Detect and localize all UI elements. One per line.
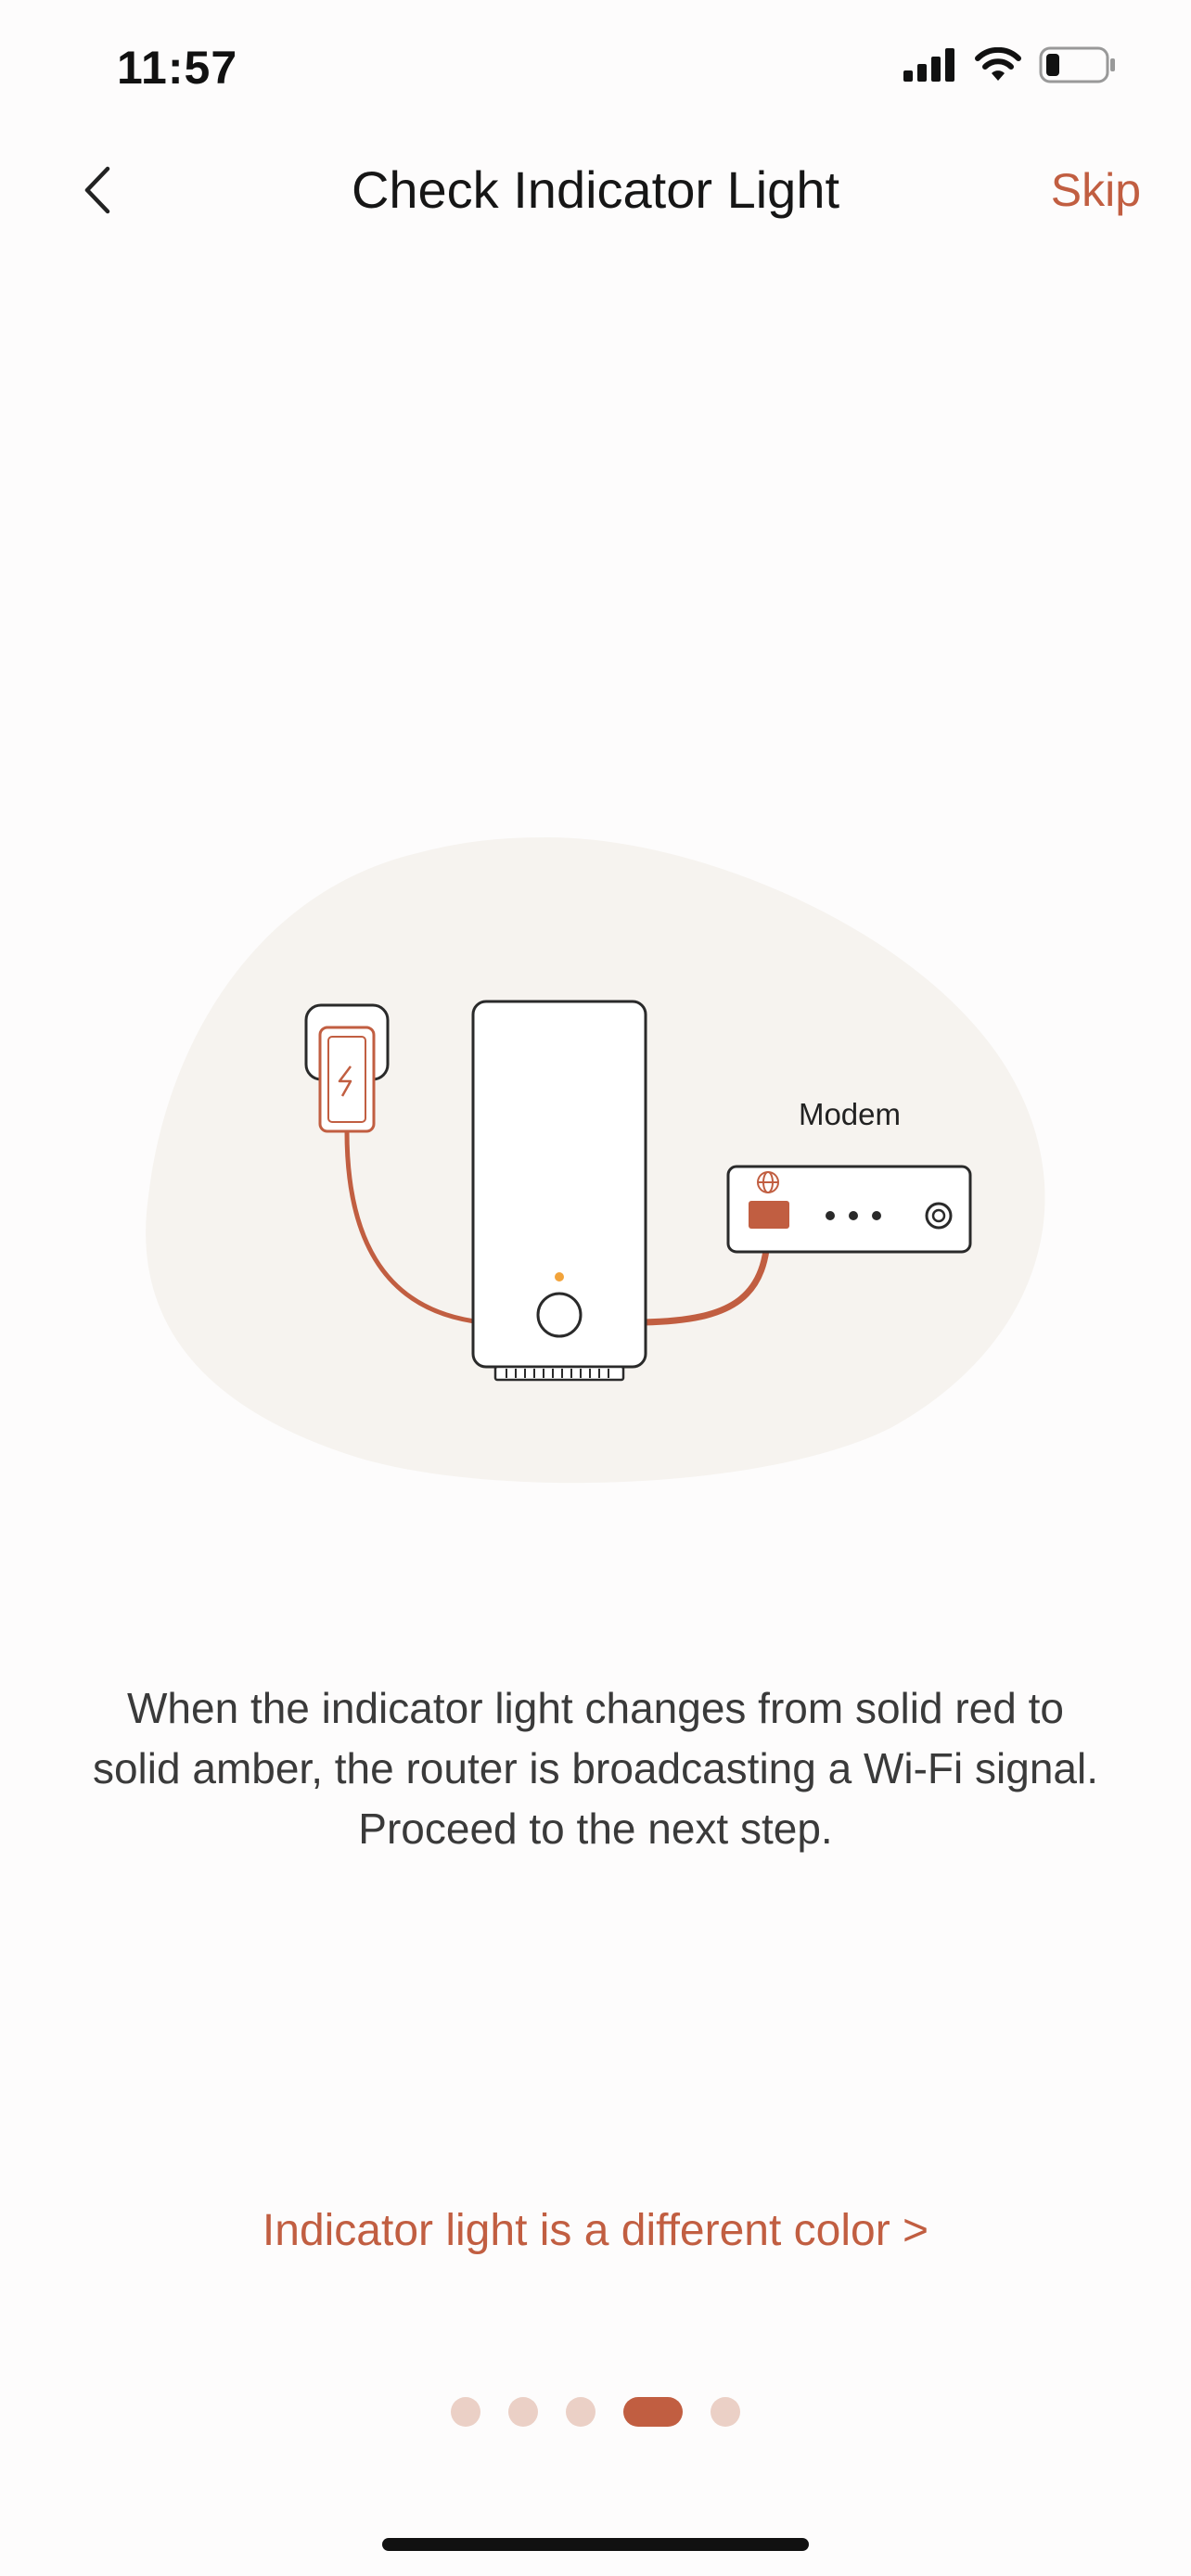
signal-icon <box>903 48 954 82</box>
modem-label: Modem <box>799 1097 901 1131</box>
lightning-icon <box>338 1065 352 1097</box>
status-bar: 11:57 <box>0 0 1191 130</box>
instruction-line-1: When the indicator light changes from so… <box>127 1684 1064 1732</box>
different-color-link[interactable]: Indicator light is a different color > <box>262 2206 929 2255</box>
router-setup-illustration: Modem <box>146 837 1045 1484</box>
page-dot-4-active <box>623 2397 683 2427</box>
page-title: Check Indicator Light <box>351 160 840 219</box>
power-cable <box>344 1130 476 1324</box>
page-dot-2 <box>508 2397 538 2427</box>
chevron-left-icon <box>84 166 110 214</box>
nav-bar: Check Indicator Light Skip <box>0 139 1191 241</box>
instruction-line-3: Proceed to the next step. <box>358 1804 833 1853</box>
home-indicator[interactable] <box>382 2538 809 2551</box>
page-dot-5 <box>711 2397 740 2427</box>
ethernet-port <box>749 1201 789 1229</box>
power-adapter <box>318 1026 376 1133</box>
modem-status-dots <box>826 1211 881 1220</box>
router-button <box>536 1292 583 1338</box>
status-time: 11:57 <box>117 42 238 94</box>
status-icons <box>903 46 1117 83</box>
page-dot-3 <box>566 2397 596 2427</box>
back-button[interactable] <box>65 158 130 223</box>
page-dot-1 <box>451 2397 480 2427</box>
modem-power-icon <box>925 1202 953 1230</box>
battery-icon <box>1039 46 1115 83</box>
router-indicator-light <box>555 1272 564 1282</box>
instruction-line-2: solid amber, the router is broadcasting … <box>92 1744 1099 1792</box>
globe-icon <box>757 1171 779 1193</box>
instruction-text: When the indicator light changes from so… <box>37 1678 1154 1859</box>
wifi-icon <box>975 47 1021 81</box>
skip-button[interactable]: Skip <box>1050 164 1141 216</box>
step-pagination <box>0 2397 1191 2427</box>
router-base <box>493 1365 625 1382</box>
modem-device <box>726 1165 972 1254</box>
